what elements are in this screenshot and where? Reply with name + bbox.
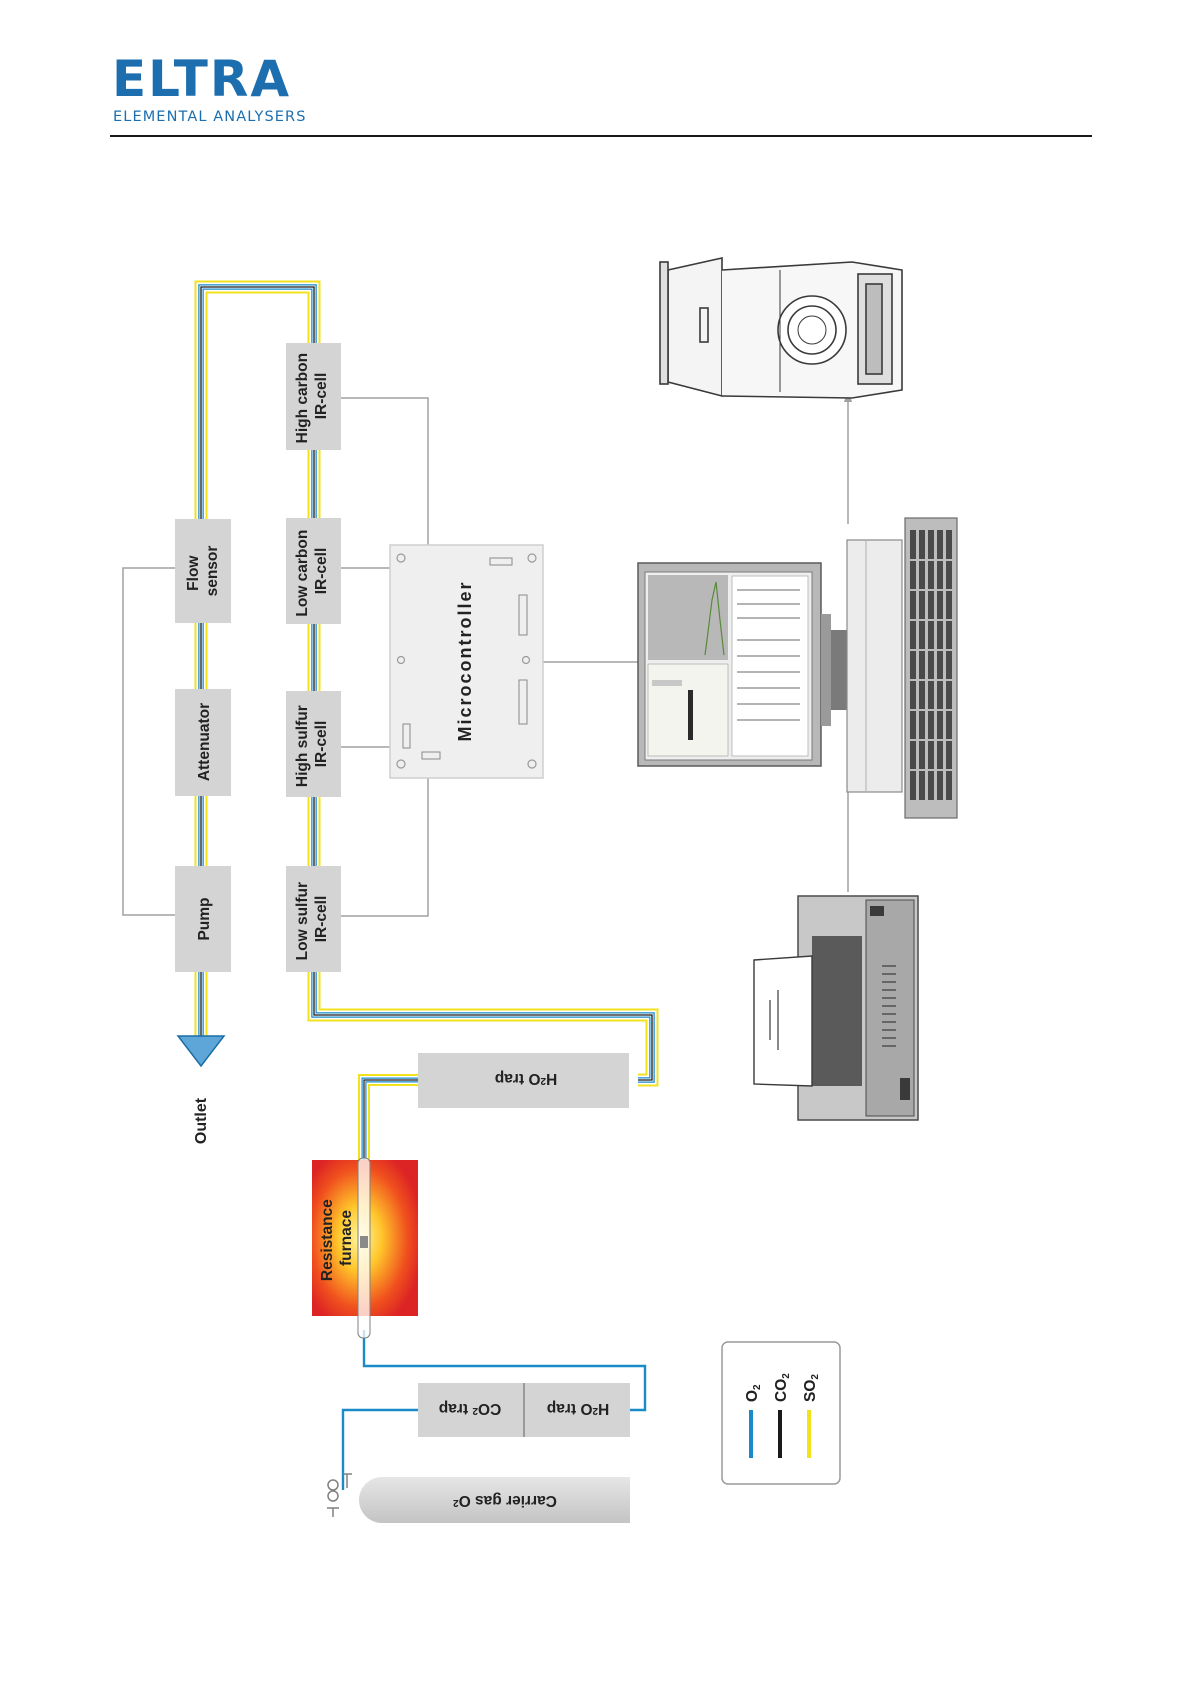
gas-path-furnace-link (364, 1080, 418, 1160)
microcontroller-label: Microcontroller (455, 580, 475, 741)
outlet-arrow (178, 1036, 224, 1066)
co2-trap-label: CO2 trap (439, 1400, 501, 1417)
keyboard-icon (905, 518, 957, 818)
attenuator-label: Attenuator (196, 703, 213, 781)
printer-icon (754, 896, 918, 1120)
outlet-label: Outlet (193, 1097, 210, 1144)
h2o-trap-top-label: H2O trap (495, 1070, 557, 1087)
balance-icon (660, 258, 902, 398)
h2o-trap-bottom-label: H2O trap (547, 1400, 609, 1417)
carrier-gas-label: Carrier gas O2 (453, 1492, 557, 1509)
sample-boat (360, 1236, 368, 1248)
pump-label: Pump (196, 897, 213, 940)
flow-sensor-box (175, 519, 231, 623)
computer-monitor-icon (638, 540, 902, 792)
gas-valve (327, 1474, 352, 1517)
